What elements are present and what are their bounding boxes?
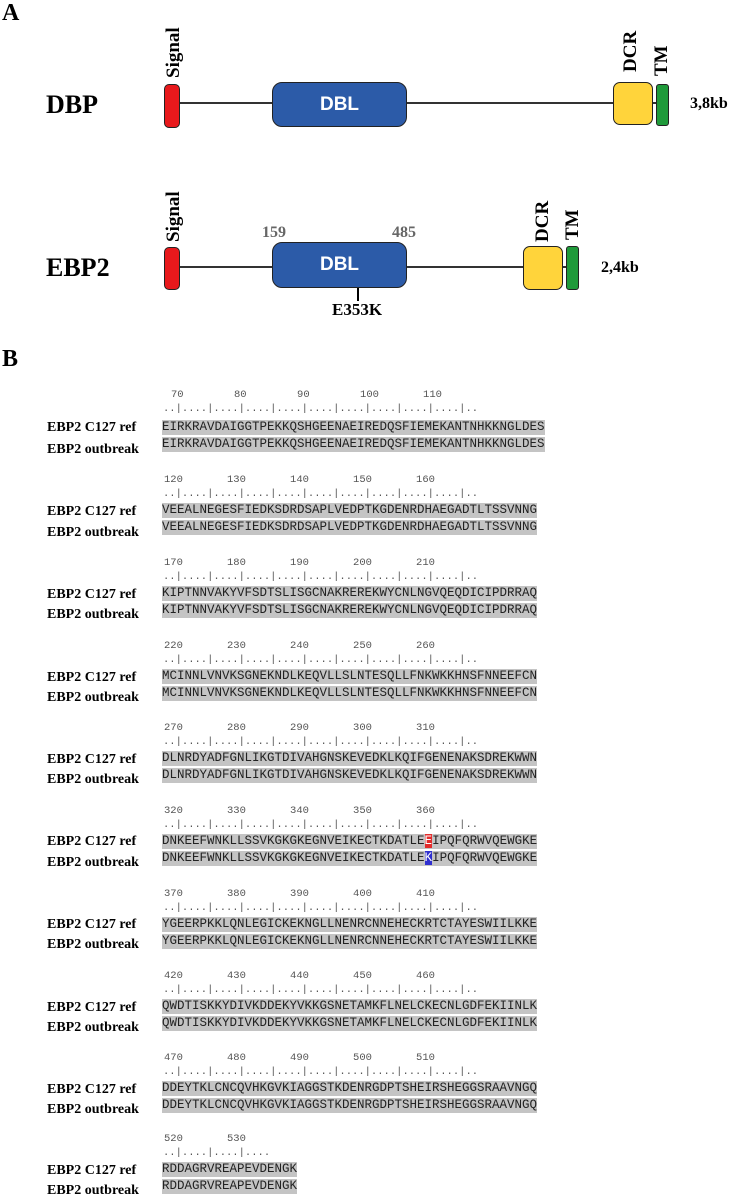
outbreak-label: EBP2 outbreak xyxy=(47,937,139,952)
outbreak-label: EBP2 outbreak xyxy=(47,442,139,457)
ebp2-signal-domain xyxy=(164,247,180,290)
ref-label: EBP2 C127 ref xyxy=(47,1163,137,1178)
ebp2-mutation-tick xyxy=(357,288,359,301)
ruler-ticks: ..|....|....|.... xyxy=(163,1147,271,1159)
ebp2-dbl-domain: DBL xyxy=(272,242,407,288)
ebp2-tm-label: TM xyxy=(562,209,583,240)
ref-sequence: QWDTISKKYDIVKDDEKYVKKGSNETAMKFLNELCKECNL… xyxy=(162,999,538,1014)
outbreak-label: EBP2 outbreak xyxy=(47,1020,139,1035)
ref-label: EBP2 C127 ref xyxy=(47,587,137,602)
outbreak-sequence: DDEYTKLCNCQVHKGVKIAGGSTKDENRGDPTSHEIRSHE… xyxy=(162,1098,538,1113)
ruler-numbers: 470 480 490 500 510 xyxy=(164,1052,435,1064)
ruler-numbers: 120 130 140 150 160 xyxy=(164,474,435,486)
outbreak-sequence: KIPTNNVAKYVFSDTSLISGCNAKREREKWYCNLNGVQEQ… xyxy=(162,603,538,618)
dbp-dbl-label: DBL xyxy=(319,93,360,115)
outbreak-sequence: QWDTISKKYDIVKDDEKYVKKGSNETAMKFLNELCKECNL… xyxy=(162,1016,538,1031)
ref-label: EBP2 C127 ref xyxy=(47,420,137,435)
ebp2-signal-label: Signal xyxy=(163,191,184,242)
dbp-size: 3,8kb xyxy=(690,95,728,112)
dbp-tm-label: TM xyxy=(651,45,672,76)
ruler-numbers: 370 380 390 400 410 xyxy=(164,888,435,900)
ref-sequence: YGEERPKKLQNLEGICKEKNGLLNENRCNNEHECKRTCTA… xyxy=(162,917,538,932)
ruler-numbers: 70 80 90 100 110 xyxy=(171,389,442,401)
ruler-ticks: ..|....|....|....|....|....|....|....|..… xyxy=(163,403,479,415)
outbreak-label: EBP2 outbreak xyxy=(47,1102,139,1117)
outbreak-sequence: VEEALNEGESFIEDKSDRDSAPLVEDPTKGDENRDHAEGA… xyxy=(162,520,538,535)
ref-label: EBP2 C127 ref xyxy=(47,1082,137,1097)
ebp2-name: EBP2 xyxy=(46,253,110,282)
ebp2-tm-domain xyxy=(566,246,579,290)
ref-sequence: EIRKRAVDAIGGTPEKKQSHGEENAEIREDQSFIEMEKAN… xyxy=(162,420,545,435)
outbreak-sequence: RDDAGRVREAPEVDENGK xyxy=(162,1179,298,1194)
ref-seq-after: IPQFQRWVQEWGKE xyxy=(432,834,538,848)
outbreak-sequence: MCINNLVNVKSGNEKNDLKEQVLLSLNTESQLLFNKWKKH… xyxy=(162,686,538,701)
outbreak-sequence: DNKEEFWNKLLSSVKGKGKEGNVEIKECTKDATLEKIPQF… xyxy=(162,851,538,866)
ruler-numbers: 220 230 240 250 260 xyxy=(164,640,435,652)
ref-label: EBP2 C127 ref xyxy=(47,1000,137,1015)
ref-label: EBP2 C127 ref xyxy=(47,917,137,932)
dbp-dcr-label: DCR xyxy=(620,30,641,72)
ebp2-dbl-end: 485 xyxy=(392,224,416,241)
ebp2-dcr-label: DCR xyxy=(532,200,553,242)
outbreak-label: EBP2 outbreak xyxy=(47,772,139,787)
dbp-signal-label: Signal xyxy=(163,27,184,78)
ref-label: EBP2 C127 ref xyxy=(47,834,137,849)
outbreak-sequence: YGEERPKKLQNLEGICKEKNGLLNENRCNNEHECKRTCTA… xyxy=(162,934,538,949)
outbreak-sequence: EIRKRAVDAIGGTPEKKQSHGEENAEIREDQSFIEMEKAN… xyxy=(162,437,545,452)
outbreak-label: EBP2 outbreak xyxy=(47,855,139,870)
dbp-signal-domain xyxy=(164,84,180,128)
ruler-ticks: ..|....|....|....|....|....|....|....|..… xyxy=(163,819,479,831)
ref-sequence: VEEALNEGESFIEDKSDRDSAPLVEDPTKGDENRDHAEGA… xyxy=(162,503,538,518)
ruler-ticks: ..|....|....|....|....|....|....|....|..… xyxy=(163,654,479,666)
dbp-backbone-line xyxy=(178,102,660,104)
ref-label: EBP2 C127 ref xyxy=(47,752,137,767)
ebp2-mutation-label: E353K xyxy=(332,300,383,319)
ruler-ticks: ..|....|....|....|....|....|....|....|..… xyxy=(163,736,479,748)
ref-seq-before: DNKEEFWNKLLSSVKGKGKEGNVEIKECTKDATLE xyxy=(162,834,425,848)
ruler-ticks: ..|....|....|....|....|....|....|....|..… xyxy=(163,984,479,996)
outbreak-seq-after: IPQFQRWVQEWGKE xyxy=(432,851,538,865)
dbp-tm-domain xyxy=(656,84,669,126)
ruler-numbers: 520 530 xyxy=(164,1133,246,1145)
ruler-numbers: 420 430 440 450 460 xyxy=(164,970,435,982)
ref-sequence: RDDAGRVREAPEVDENGK xyxy=(162,1162,298,1177)
outbreak-label: EBP2 outbreak xyxy=(47,1183,139,1198)
ebp2-size: 2,4kb xyxy=(601,259,639,276)
ruler-numbers: 320 330 340 350 360 xyxy=(164,805,435,817)
ref-sequence: DDEYTKLCNCQVHKGVKIAGGSTKDENRGDPTSHEIRSHE… xyxy=(162,1081,538,1096)
dbp-name: DBP xyxy=(46,90,98,119)
ruler-ticks: ..|....|....|....|....|....|....|....|..… xyxy=(163,902,479,914)
ref-sequence: KIPTNNVAKYVFSDTSLISGCNAKREREKWYCNLNGVQEQ… xyxy=(162,586,538,601)
outbreak-label: EBP2 outbreak xyxy=(47,690,139,705)
ebp2-dcr-domain xyxy=(523,246,563,290)
ref-label: EBP2 C127 ref xyxy=(47,504,137,519)
ruler-numbers: 170 180 190 200 210 xyxy=(164,557,435,569)
panel-label-b: B xyxy=(2,346,19,372)
outbreak-sequence: DLNRDYADFGNLIKGTDIVAHGNSKEVEDKLKQIFGENEN… xyxy=(162,768,538,783)
panel-label-a: A xyxy=(2,0,20,26)
outbreak-label: EBP2 outbreak xyxy=(47,525,139,540)
ruler-numbers: 270 280 290 300 310 xyxy=(164,722,435,734)
ruler-ticks: ..|....|....|....|....|....|....|....|..… xyxy=(163,1066,479,1078)
ebp2-dbl-label: DBL xyxy=(319,254,360,275)
ref-sequence: MCINNLVNVKSGNEKNDLKEQVLLSLNTESQLLFNKWKKH… xyxy=(162,669,538,684)
ruler-ticks: ..|....|....|....|....|....|....|....|..… xyxy=(163,488,479,500)
ref-label: EBP2 C127 ref xyxy=(47,670,137,685)
dbp-dbl-domain: DBL xyxy=(272,82,407,127)
outbreak-seq-before: DNKEEFWNKLLSSVKGKGKEGNVEIKECTKDATLE xyxy=(162,851,425,865)
outbreak-mutation-residue: K xyxy=(424,851,433,865)
ebp2-dbl-start: 159 xyxy=(262,224,286,241)
ruler-ticks: ..|....|....|....|....|....|....|....|..… xyxy=(163,571,479,583)
dbp-dcr-domain xyxy=(613,82,653,125)
ref-sequence: DNKEEFWNKLLSSVKGKGKEGNVEIKECTKDATLEEIPQF… xyxy=(162,834,538,849)
ref-mutation-residue: E xyxy=(424,834,433,848)
outbreak-label: EBP2 outbreak xyxy=(47,607,139,622)
ref-sequence: DLNRDYADFGNLIKGTDIVAHGNSKEVEDKLKQIFGENEN… xyxy=(162,751,538,766)
